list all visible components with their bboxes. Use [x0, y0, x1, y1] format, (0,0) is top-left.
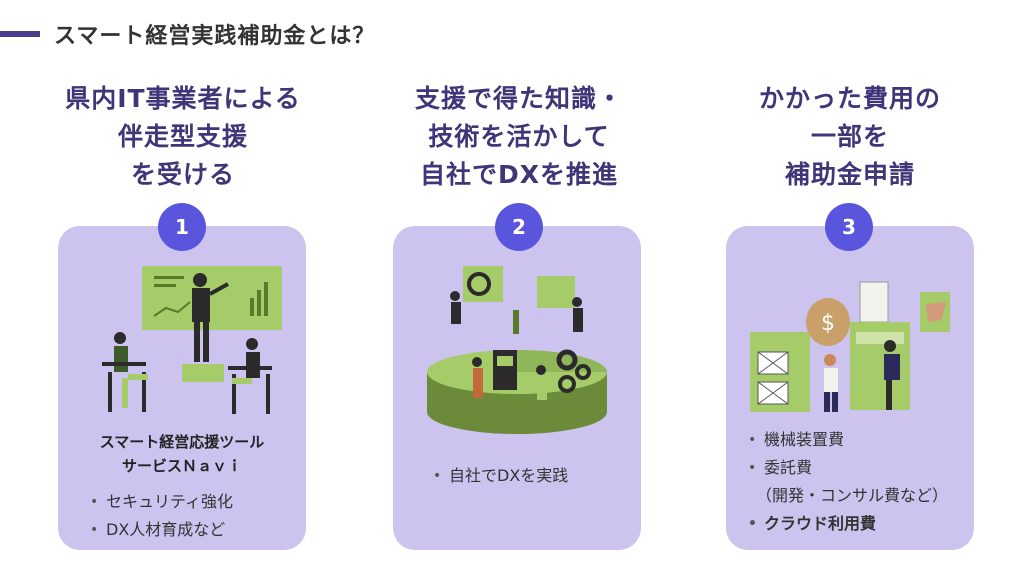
step-2-title: 支援で得た知識・ 技術を活かして 自社でDXを推進 — [394, 80, 644, 194]
step-3-bullet-list: 機械装置費 委託費 （開発・コンサル費など） クラウド利用費 — [746, 426, 948, 538]
page-title: スマート経営実践補助金とは？ — [54, 24, 376, 49]
step-2-card: 自社でDXを実践 — [393, 226, 641, 550]
step-1-bullet-list: セキュリティ強化 DX人材育成など — [88, 488, 233, 544]
step-2-number-badge: 2 — [495, 203, 543, 251]
step-1-card-heading-line-1: スマート経営応援ツール — [99, 433, 265, 451]
list-item: クラウド利用費 — [746, 510, 948, 538]
step-2-bullet-list: 自社でDXを実践 — [431, 462, 568, 490]
step-1-number-badge: 1 — [158, 203, 206, 251]
step-3-title-line-2: 一部を — [810, 122, 889, 151]
list-item: DX人材育成など — [88, 516, 233, 544]
step-3-title-line-1: かかった費用の — [758, 84, 941, 113]
step-1-title-line-3: を受ける — [130, 160, 235, 189]
list-item: （開発・コンサル費など） — [756, 486, 949, 505]
step-1-title-line-2: 伴走型支援 — [117, 122, 248, 151]
step-1-card: スマート経営応援ツール サービスＮａｖｉ セキュリティ強化 DX人材育成など — [58, 226, 306, 550]
meeting-illustration-icon — [102, 266, 282, 414]
list-item: 自社でDXを実践 — [431, 462, 568, 490]
list-item: セキュリティ強化 — [88, 488, 233, 516]
list-item: 機械装置費 — [746, 426, 948, 454]
step-3-title-line-3: 補助金申請 — [784, 160, 915, 189]
step-1-card-heading-line-2: サービスＮａｖｉ — [121, 457, 242, 475]
step-2-title-line-2: 技術を活かして — [428, 122, 610, 151]
step-1-title: 県内IT事業者による 伴走型支援 を受ける — [58, 80, 308, 194]
step-1-title-line-1: 県内IT事業者による — [65, 84, 301, 113]
svg-text:$: $ — [821, 311, 835, 336]
step-2-title-line-1: 支援で得た知識・ — [414, 84, 623, 113]
step-3-card: $ 機械装置費 委託費 （開発・コンサル費など） クラウド利用費 — [726, 226, 974, 550]
step-2-title-line-3: 自社でDXを推進 — [419, 160, 619, 189]
dx-pie-illustration-icon — [427, 266, 607, 434]
step-3-number-badge: 3 — [825, 203, 873, 251]
header-accent-bar — [0, 31, 40, 37]
list-item: 委託費 — [746, 454, 948, 482]
step-3-title: かかった費用の 一部を 補助金申請 — [725, 80, 975, 194]
page-header: スマート経営実践補助金とは？ — [0, 18, 375, 50]
money-illustration-icon: $ — [750, 281, 950, 412]
